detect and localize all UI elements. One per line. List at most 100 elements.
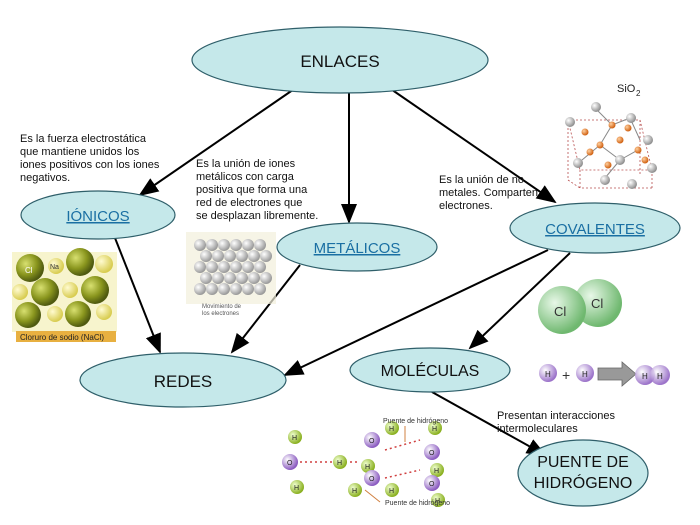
metal-atom xyxy=(206,239,218,251)
hydrogen-label: H xyxy=(389,426,394,433)
oxygen-atom xyxy=(424,444,440,460)
metal-atom xyxy=(194,283,206,295)
oxygen-label: O xyxy=(287,460,293,467)
hydrogen-atom xyxy=(431,493,445,507)
metal-atom xyxy=(254,239,266,251)
node-ionicos-link[interactable]: IÓNICOS xyxy=(66,208,129,225)
metal-atom xyxy=(230,239,242,251)
hydrogen-atom xyxy=(385,421,399,435)
node-covalentes-link[interactable]: COVALENTES xyxy=(545,221,645,238)
oxygen-atom xyxy=(424,475,440,491)
metal-atom xyxy=(224,250,236,262)
node-puente-line1: PUENTE DE xyxy=(537,454,629,471)
note-covalentes: Es la unión de no metales. Comparten ele… xyxy=(439,174,539,212)
note-ionicos: Es la fuerza electrostática que mantiene… xyxy=(20,133,160,184)
hydrogen-label: H xyxy=(432,426,437,433)
metal-atom xyxy=(218,283,230,295)
hydrogen-label: H xyxy=(389,488,394,495)
sio2-label: SiO xyxy=(617,83,636,95)
oxygen-label: O xyxy=(369,476,375,483)
node-moleculas-label: MOLÉCULAS xyxy=(381,361,480,380)
arrow-covalentes-redes xyxy=(283,249,549,376)
node-metalicos[interactable]: METÁLICOS xyxy=(276,222,438,272)
metal-atom xyxy=(218,239,230,251)
metal-atom xyxy=(236,250,248,262)
hydrogen-atom xyxy=(290,480,304,494)
metal-atom xyxy=(248,272,260,284)
metal-atom xyxy=(230,283,242,295)
metal-atom xyxy=(194,261,206,273)
sio2-crystal-image: SiO 2 xyxy=(565,83,657,189)
hydrogen-atom xyxy=(348,483,362,497)
node-moleculas[interactable]: MOLÉCULAS xyxy=(349,347,511,393)
metal-atom xyxy=(200,250,212,262)
metal-atom xyxy=(242,261,254,273)
metal-atom xyxy=(236,272,248,284)
oxygen-label: O xyxy=(429,481,435,488)
metal-caption-1: Movimiento de xyxy=(202,304,242,310)
nacl-lattice-image: Cl Na Cloruro de sodio (NaCl) xyxy=(12,248,117,342)
nacl-cl-label: Cl xyxy=(25,266,33,275)
arrow-enlaces-ionicos xyxy=(138,84,301,197)
metal-caption-2: los electrones xyxy=(202,311,239,317)
hydrogen-atom xyxy=(288,430,302,444)
hydrogen-label: H xyxy=(352,488,357,495)
h2-reaction-image: H + H H H xyxy=(539,361,670,387)
metal-atom xyxy=(206,283,218,295)
node-covalentes[interactable]: COVALENTES xyxy=(509,202,681,254)
oxygen-atom xyxy=(364,432,380,448)
note-metalicos: Es la unión de iones metálicos con carga… xyxy=(196,158,319,222)
node-redes-label: REDES xyxy=(154,372,213,391)
cl2-right-label: Cl xyxy=(591,296,603,311)
metal-atom xyxy=(224,272,236,284)
metal-atom xyxy=(242,283,254,295)
node-puente-line2: HIDRÓGENO xyxy=(534,473,633,492)
hydrogen-atom xyxy=(361,459,375,473)
cl2-molecule-image: Cl Cl xyxy=(538,279,622,334)
hydrogen-atom xyxy=(428,421,442,435)
arrow-moleculas-puente xyxy=(431,391,547,456)
h-atom-3: H xyxy=(642,372,648,381)
hbond-label-2: Puente de hidrógeno xyxy=(385,500,450,507)
metal-atom xyxy=(254,283,266,295)
hydrogen-label: H xyxy=(435,498,440,505)
node-enlaces-label: ENLACES xyxy=(300,52,379,71)
hydrogen-label: H xyxy=(434,468,439,475)
metal-atom xyxy=(206,261,218,273)
nacl-caption: Cloruro de sodio (NaCl) xyxy=(20,333,104,342)
oxygen-atom xyxy=(364,470,380,486)
metal-atom xyxy=(230,261,242,273)
h-atom-2: H xyxy=(582,370,588,379)
hydrogen-atom xyxy=(333,455,347,469)
note-intermoleculares: Presentan interacciones intermoleculares xyxy=(497,410,616,435)
node-enlaces[interactable]: ENLACES xyxy=(191,26,489,94)
metal-atom xyxy=(254,261,266,273)
hydrogen-label: H xyxy=(337,460,342,467)
arrows xyxy=(114,84,571,456)
arrow-covalentes-moleculas xyxy=(468,252,571,350)
node-redes[interactable]: REDES xyxy=(79,352,287,408)
metal-atom xyxy=(200,272,212,284)
metal-atom xyxy=(218,261,230,273)
node-metalicos-link[interactable]: METÁLICOS xyxy=(314,240,401,257)
node-puente-hidrogeno[interactable]: PUENTE DE HIDRÓGENO xyxy=(517,439,649,507)
arrow-enlaces-covalentes xyxy=(384,84,557,204)
metal-atom xyxy=(248,250,260,262)
node-ionicos[interactable]: IÓNICOS xyxy=(20,190,176,240)
oxygen-label: O xyxy=(429,450,435,457)
hydrogen-atom xyxy=(385,483,399,497)
oxygen-label: O xyxy=(369,438,375,445)
metal-atom xyxy=(194,239,206,251)
hydrogen-label: H xyxy=(365,464,370,471)
sio2-subscript: 2 xyxy=(636,89,641,98)
metal-atom xyxy=(260,250,272,262)
metal-atom xyxy=(260,272,272,284)
plus-sign: + xyxy=(562,367,570,383)
h-atom-1: H xyxy=(545,370,551,379)
cl2-left-label: Cl xyxy=(554,304,566,319)
metal-lattice-image: Movimiento de los electrones xyxy=(186,232,276,317)
metal-atom xyxy=(212,250,224,262)
hydrogen-atom xyxy=(430,463,444,477)
